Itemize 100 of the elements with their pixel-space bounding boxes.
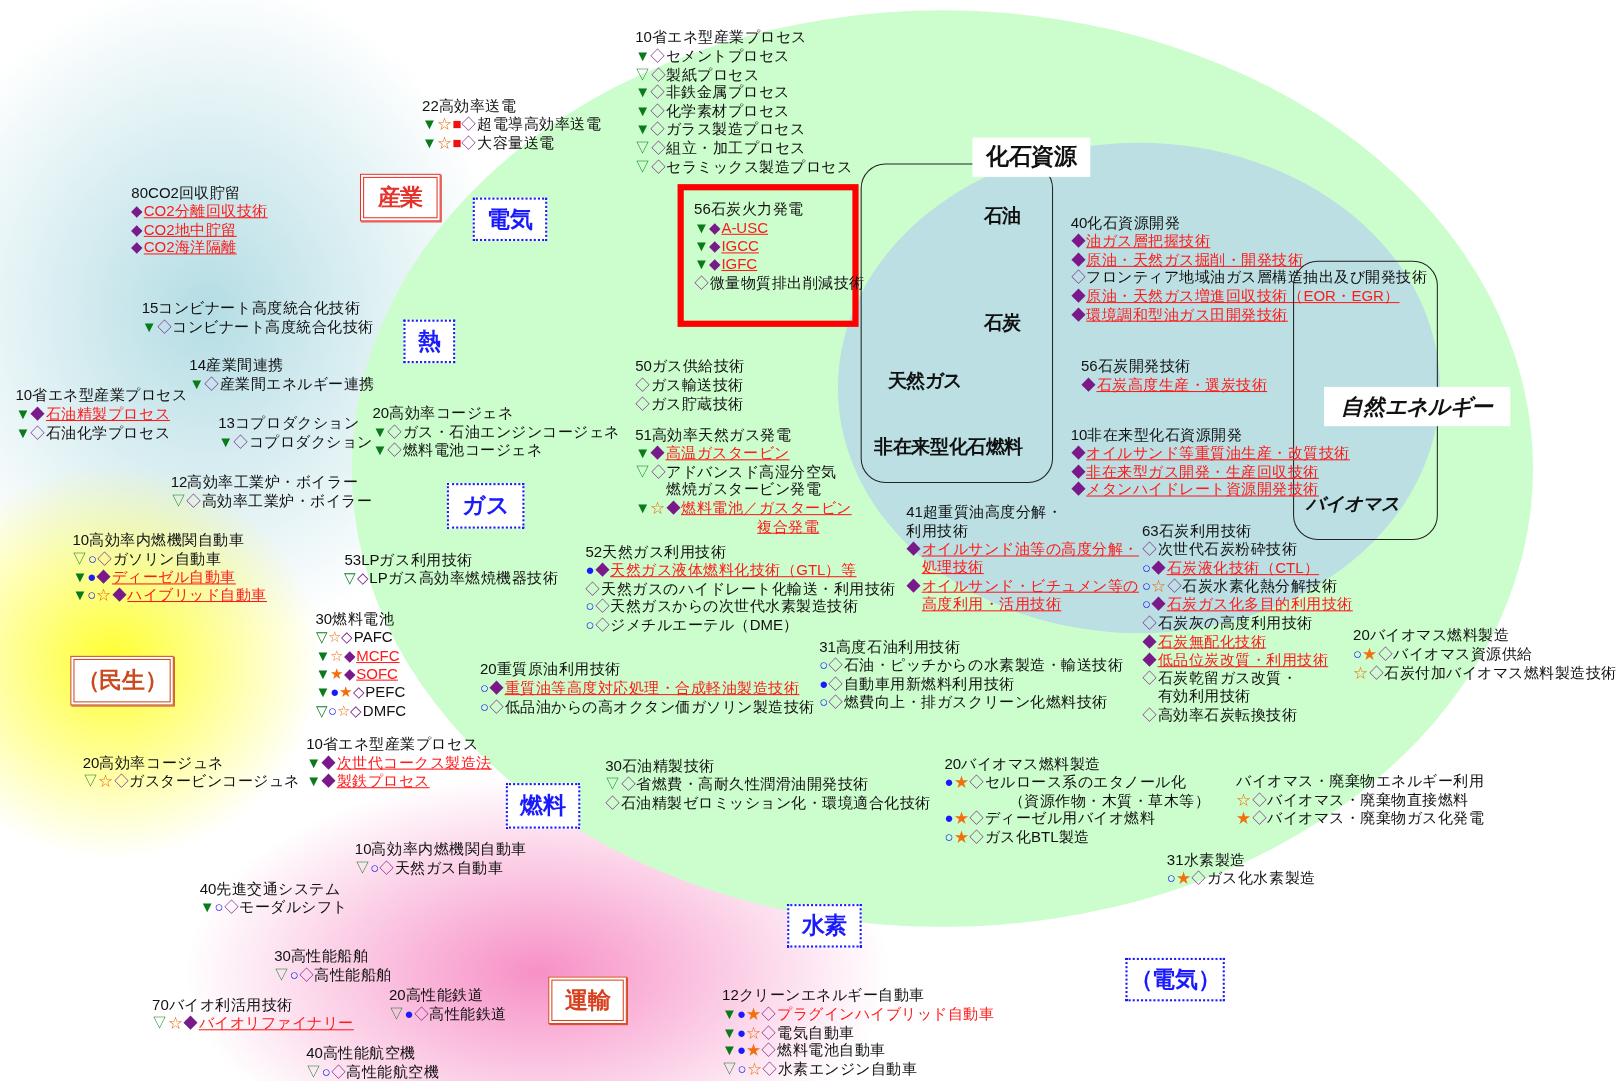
technology-item: ▼◇セメントプロセス <box>635 47 790 66</box>
group-heading: 31水素製造 <box>1166 851 1246 870</box>
technology-link: ◆原油・天然ガス掘削・開発技術 <box>1070 250 1304 269</box>
technology-item: ▽○☆◇DMFC <box>315 702 407 721</box>
technology-item: ▼◇コンビナート高度統合化技術 <box>141 318 374 337</box>
technology-link: ▽☆◆バイオリファイナリー <box>152 1014 354 1033</box>
technology-item: ▽○☆◇水素エンジン自動車 <box>722 1060 918 1079</box>
technology-item: ▽●◇高性能鉄道 <box>388 1005 507 1024</box>
technology-link: ◆オイルサンド油等の高度分解・処理技術 <box>906 540 1139 578</box>
technology-link: ○◆重質油等高度対応処理・合成軽油製造技術 <box>480 679 800 698</box>
technology-link: ▼◆石油精製プロセス <box>15 405 170 424</box>
technology-item: ★◇バイオマス・廃棄物ガス化発電 <box>1236 809 1485 828</box>
group-heading: 31高度石油利用技術 <box>819 638 961 657</box>
group-heading: 51高効率天然ガス発電 <box>635 426 792 445</box>
group-heading: 30石油精製技術 <box>605 757 715 776</box>
technology-item: ◇ガス輸送技術 <box>635 376 744 395</box>
technology-link: ▼◆A-USC <box>694 219 769 238</box>
group-heading: 63石炭利用技術 <box>1142 522 1252 541</box>
technology-item: ○◇ジメチルエーテル（DME） <box>585 616 799 636</box>
technology-item: ▼◇ガラス製造プロセス <box>635 121 806 140</box>
technology-link: ▼◆IGCC <box>694 237 759 256</box>
group-heading: 15コンビナート高度統合化技術 <box>141 300 361 319</box>
group-heading: 20バイオマス燃料製造 <box>944 755 1101 774</box>
frame-title: 化石資源 <box>972 137 1091 177</box>
group-heading: 12クリーンエネルギー自動車 <box>722 986 925 1006</box>
group-heading: 53LPガス利用技術 <box>344 551 473 570</box>
technology-item: ○★◇ガス化水素製造 <box>1166 869 1316 889</box>
technology-item: ◇高効率石炭転換技術 <box>1142 706 1298 725</box>
technology-item: ◇ガス貯蔵技術 <box>635 394 744 414</box>
technology-item: ▽◇アドバンスド高湿分空気燃焼ガスタービン発電 <box>635 463 837 500</box>
technology-link: ●◆天然ガス液体燃料化技術（GTL）等 <box>585 561 857 580</box>
technology-item: ●◇自動車用新燃料利用技術 <box>819 675 1015 694</box>
technology-link: ○◆石炭ガス化多目的利用技術 <box>1142 596 1353 615</box>
technology-link: ◆原油・天然ガス増進回収技術（EOR・EGR） <box>1070 287 1400 307</box>
technology-item: ▽○◇天然ガス自動車 <box>354 859 504 878</box>
technology-item: ○★◇バイオマス資源供給 <box>1353 645 1533 664</box>
technology-item: ○◇燃費向上・排ガスクリーン化燃料技術 <box>819 693 1108 712</box>
technology-item: ▽◇LPガス高効率燃焼機器技術 <box>344 569 559 589</box>
technology-item: ▼◇コプロダクション <box>218 433 373 452</box>
technology-item: ▼◇ガス・石油エンジンコージェネ <box>372 422 620 442</box>
group-heading: 52天然ガス利用技術 <box>585 543 727 562</box>
category-label: （民生） <box>70 655 174 706</box>
technology-link: ◆環境調和型油ガス田開発技術 <box>1070 306 1288 325</box>
category-label: 産業 <box>360 173 441 222</box>
category-label: 運輸 <box>548 976 627 1025</box>
technology-item: ▼◇産業間エネルギー連携 <box>189 375 375 394</box>
group-heading: 40高性能航空機 <box>306 1044 416 1064</box>
technology-item: ◇天然ガスのハイドレート化輸送・利用技術 <box>585 579 896 598</box>
technology-item: ▽○◇ガソリン自動車 <box>72 550 222 569</box>
technology-item: ○◇低品油からの高オクタン価ガソリン製造技術 <box>480 697 815 717</box>
group-heading: 40先進交通システム <box>199 880 341 899</box>
technology-item: ☆◇石炭付加バイオマス燃料製造技術 <box>1353 663 1617 683</box>
technology-item: ▽○◇高性能船舶 <box>274 965 392 985</box>
technology-item: ○◇天然ガスからの次世代水素製造技術 <box>585 598 859 617</box>
technology-item: ◇微量物質排出削減技術 <box>694 274 865 293</box>
resource-label: 石油 <box>983 204 1021 229</box>
technology-item: ▽◇セラミックス製造プロセス <box>635 157 853 177</box>
technology-item: ▽◇省燃費・高耐久性潤滑油開発技術 <box>605 775 869 795</box>
technology-item: ●★◇セルロース系のエタノール化（資源作物・木質・草木等） <box>944 773 1211 810</box>
technology-link: ◆石炭高度生産・選炭技術 <box>1081 376 1268 395</box>
technology-link: ▼◆製鉄プロセス <box>306 772 430 791</box>
technology-link: ▼○☆◆ハイブリッド自動車 <box>72 586 267 606</box>
technology-item: ○★◇ガス化BTL製造 <box>944 828 1090 848</box>
group-heading: 22高効率送電 <box>422 97 517 116</box>
group-heading: 30高性能船舶 <box>274 947 369 966</box>
technology-link: ▼★◆SOFC <box>315 665 398 684</box>
technology-item: ◇石炭乾留ガス改質・有効利用技術 <box>1142 669 1298 707</box>
group-heading: 56石炭開発技術 <box>1081 357 1191 377</box>
technology-item: ▼◇燃料電池コージェネ <box>372 441 543 460</box>
group-heading: 13コプロダクション <box>218 414 360 434</box>
technology-item: ▼●★◇プラグインハイブリッド自動車 <box>722 1005 995 1024</box>
group-heading: 20高効率コージュネ <box>82 754 224 773</box>
technology-link: ◆CO2海洋隔離 <box>131 239 237 258</box>
technology-link: ▼◆次世代コークス製造法 <box>306 753 492 773</box>
technology-link: ◆CO2分離回収技術 <box>131 202 268 221</box>
category-label: 燃料 <box>505 783 581 829</box>
technology-item: ▼◇化学素材プロセス <box>635 102 790 121</box>
technology-item: ▼○◇モーダルシフト <box>199 898 348 918</box>
technology-link: ▼☆◆MCFC <box>315 647 400 666</box>
group-heading: 56石炭火力発電 <box>694 200 804 220</box>
category-label: 水素 <box>787 904 862 948</box>
technology-link: ▼☆◆燃料電池／ガスタービン複合発電 <box>635 499 852 537</box>
group-heading: 50ガス供給技術 <box>635 357 745 377</box>
technology-item: ○◇石油・ピッチからの水素製造・輸送技術 <box>819 656 1124 676</box>
technology-link: ○◆石炭液化技術（CTL） <box>1142 559 1320 578</box>
technology-link: ◆CO2地中貯留 <box>131 220 237 240</box>
technology-item: ▼●☆◇電気自動車 <box>722 1023 855 1042</box>
technology-item: ▽☆◇PAFC <box>315 628 393 648</box>
technology-item: ◇石炭灰の高度利用技術 <box>1142 614 1313 633</box>
group-heading: 20高性能鉄道 <box>388 986 484 1006</box>
technology-item: ▼☆■◇大容量送電 <box>422 134 555 153</box>
technology-link: ▼◆高温ガスタービン <box>635 444 790 463</box>
technology-link: ◆油ガス層把握技術 <box>1070 232 1211 251</box>
technology-link: ◆低品位炭改質・利用技術 <box>1142 651 1329 670</box>
technology-link: ▼●◆ディーゼル自動車 <box>72 568 236 587</box>
technology-link: ▼◆IGFC <box>694 255 758 275</box>
group-heading: 40化石資源開発 <box>1070 214 1181 233</box>
technology-item: ◇フロンティア地域油ガス層構造抽出及び開発技術 <box>1070 269 1428 288</box>
group-heading: バイオマス・廃棄物エネルギー利用 <box>1236 772 1485 792</box>
group-heading: 20重質原油利用技術 <box>480 661 621 680</box>
